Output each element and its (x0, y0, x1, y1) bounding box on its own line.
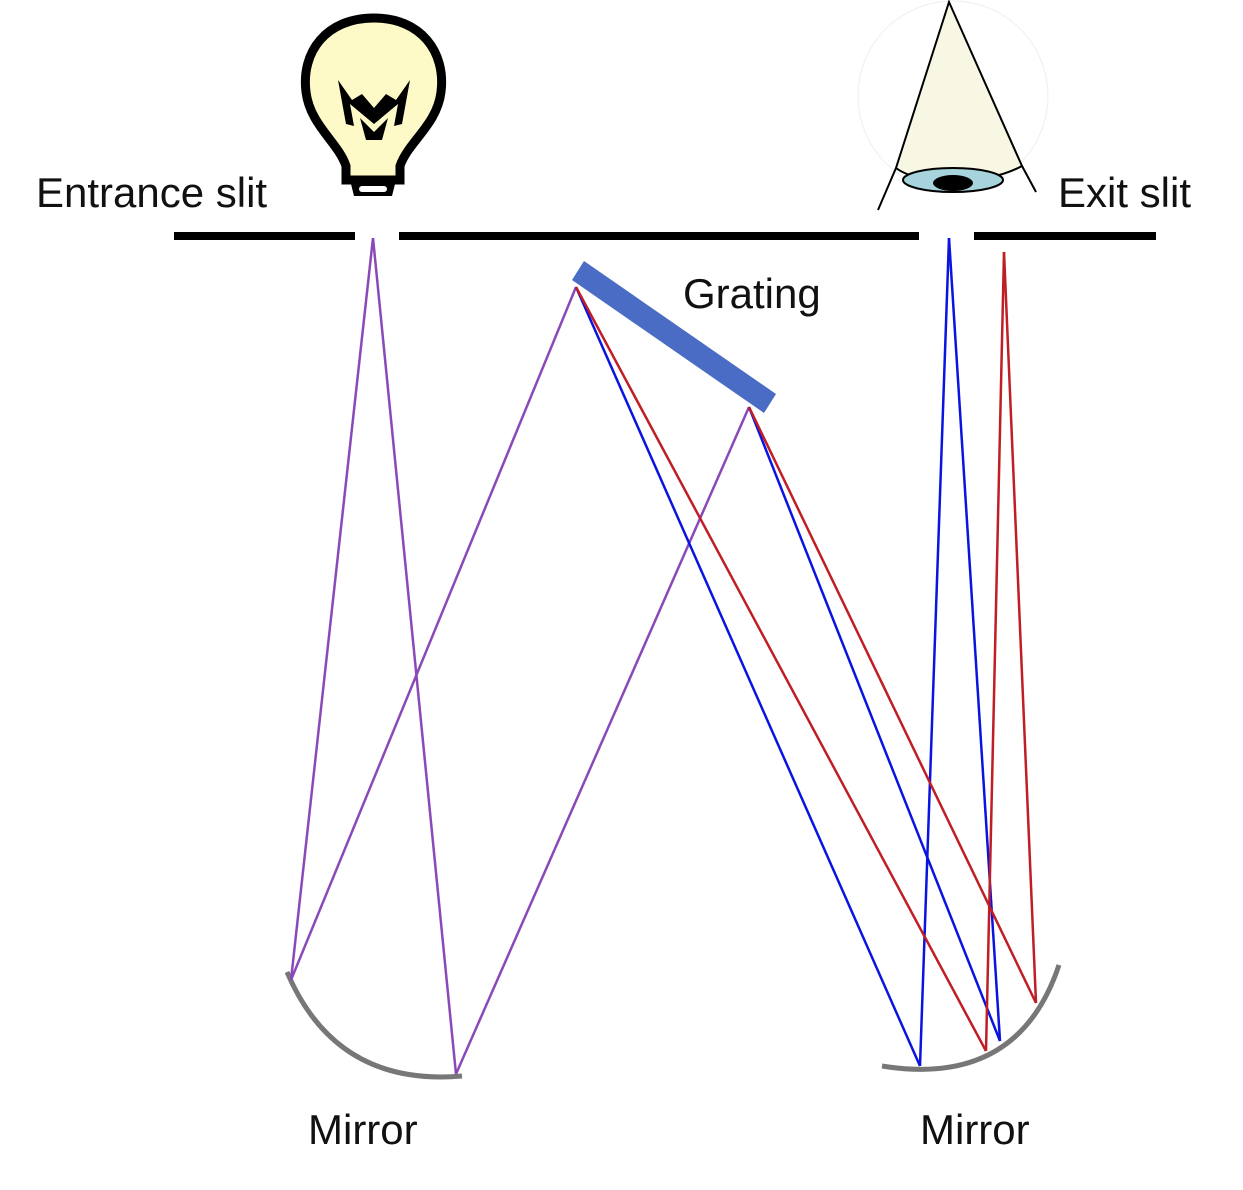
left-mirror (284, 971, 463, 1080)
entrance-slit-label: Entrance slit (36, 169, 267, 216)
left-mirror-label: Mirror (308, 1106, 418, 1153)
right-mirror (881, 964, 1062, 1072)
grating (572, 261, 776, 413)
exit-slit-label: Exit slit (1058, 169, 1191, 216)
right-mirror-label: Mirror (920, 1106, 1030, 1153)
eye-icon (857, 0, 1049, 211)
white-light-beam (289, 237, 751, 1075)
light-bulb-icon (300, 13, 447, 196)
grating-label: Grating (683, 270, 821, 317)
blue-light-beam (574, 237, 1002, 1067)
red-light-beam (574, 251, 1038, 1052)
